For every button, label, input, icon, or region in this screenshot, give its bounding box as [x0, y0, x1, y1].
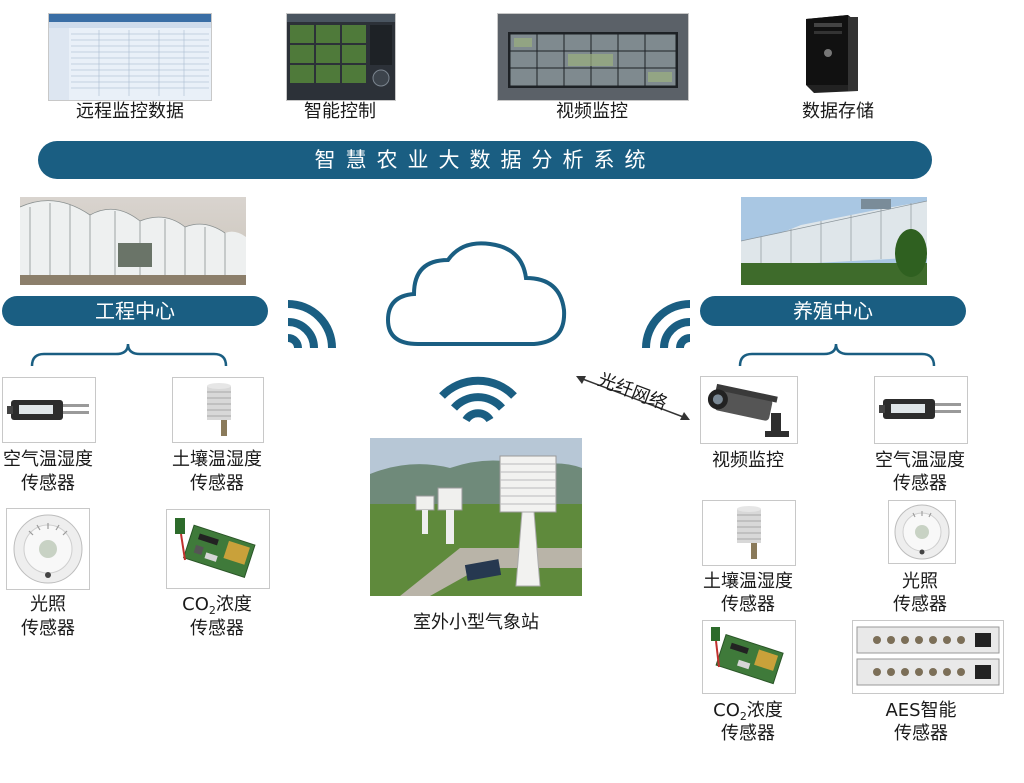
right-air-sensor-image — [874, 376, 968, 444]
left-air-sensor-label-2: 传感器 — [21, 473, 75, 494]
intelligent-control-screenshot — [286, 13, 396, 101]
air-sensor-icon — [879, 399, 961, 419]
co2-subscript: 2 — [739, 710, 747, 723]
data-storage-image — [800, 13, 862, 93]
fiber-arrow — [576, 376, 690, 420]
server-tower-icon — [806, 15, 858, 93]
breeding-greenhouse-image — [741, 197, 927, 285]
co2-suffix: 浓度 — [215, 594, 252, 615]
weather-station-label: 室外小型气象站 — [413, 612, 539, 633]
left-light-sensor-label-2: 传感器 — [21, 618, 75, 639]
right-co2-sensor-label-1: CO2浓度 — [694, 700, 802, 728]
right-camera-image — [700, 376, 798, 444]
wifi-signal-right-icon — [642, 300, 691, 349]
left-air-sensor-label-1: 空气温湿度 — [3, 449, 93, 470]
top-label-video-monitoring: 视频监控 — [556, 101, 628, 122]
remote-data-screenshot — [48, 13, 212, 101]
engineering-greenhouse-image — [20, 197, 246, 285]
soil-sensor-icon — [207, 383, 231, 436]
engineering-center-pill: 工程中心 — [2, 296, 268, 326]
spreadsheet-screenshot-icon — [49, 14, 211, 100]
soil-sensor-icon — [737, 506, 761, 559]
co2-suffix: 浓度 — [746, 700, 783, 721]
system-banner: 智慧农业大数据分析系统 — [38, 141, 932, 179]
breeding-center-pill: 养殖中心 — [700, 296, 966, 326]
weather-station-icon — [370, 438, 582, 596]
wifi-signal-left-icon — [287, 300, 336, 349]
light-sensor-icon — [13, 514, 83, 584]
control-software-screenshot-icon — [287, 14, 395, 87]
co2-board-icon — [711, 627, 784, 685]
top-label-remote-data: 远程监控数据 — [76, 101, 184, 122]
right-aes-sensor-label-1: AES智能 — [885, 700, 957, 721]
right-brace — [738, 343, 936, 367]
co2-prefix: CO — [713, 700, 740, 721]
top-label-smart-control: 智能控制 — [304, 101, 376, 122]
wifi-signal-center-icon — [439, 376, 517, 423]
right-camera-label-1: 视频监控 — [712, 450, 784, 471]
left-light-sensor-label-1: 光照 — [30, 594, 66, 615]
right-soil-sensor-label-2: 传感器 — [721, 594, 775, 615]
air-sensor-icon — [7, 400, 89, 420]
aes-rack-icon — [856, 626, 1000, 686]
left-soil-sensor-label-2: 传感器 — [190, 473, 244, 494]
left-air-sensor-image — [2, 377, 96, 443]
left-brace — [30, 343, 228, 367]
right-aes-sensor-label-2: 传感器 — [894, 723, 948, 744]
right-light-sensor-label-2: 传感器 — [893, 594, 947, 615]
right-air-sensor-label-2: 传感器 — [893, 473, 947, 494]
top-label-data-storage: 数据存储 — [802, 101, 874, 122]
greenhouse-icon — [741, 197, 927, 285]
co2-prefix: CO — [182, 594, 209, 615]
left-soil-sensor-label-1: 土壤温湿度 — [172, 449, 262, 470]
video-wall-icon — [498, 14, 688, 100]
right-light-sensor-image — [888, 500, 956, 564]
left-co2-sensor-label-1: CO2浓度 — [162, 594, 272, 622]
right-soil-sensor-image — [702, 500, 796, 566]
right-soil-sensor-label-1: 土壤温湿度 — [703, 571, 793, 592]
greenhouse-icon — [20, 197, 246, 285]
light-sensor-icon — [894, 504, 950, 560]
co2-board-icon — [175, 518, 256, 579]
right-co2-sensor-label-2: 传感器 — [721, 723, 775, 744]
left-co2-sensor-image — [166, 509, 270, 589]
right-air-sensor-label-1: 空气温湿度 — [875, 450, 965, 471]
right-co2-sensor-image — [702, 620, 796, 694]
left-soil-sensor-image — [172, 377, 264, 443]
right-light-sensor-label-1: 光照 — [902, 571, 938, 592]
left-light-sensor-image — [6, 508, 90, 590]
camera-icon — [707, 383, 789, 437]
weather-station-image — [370, 438, 582, 596]
left-co2-sensor-label-2: 传感器 — [190, 618, 244, 639]
co2-subscript: 2 — [208, 604, 216, 617]
cloud-icon — [385, 241, 567, 346]
video-wall-image — [497, 13, 689, 101]
right-aes-sensor-image — [852, 620, 1004, 694]
